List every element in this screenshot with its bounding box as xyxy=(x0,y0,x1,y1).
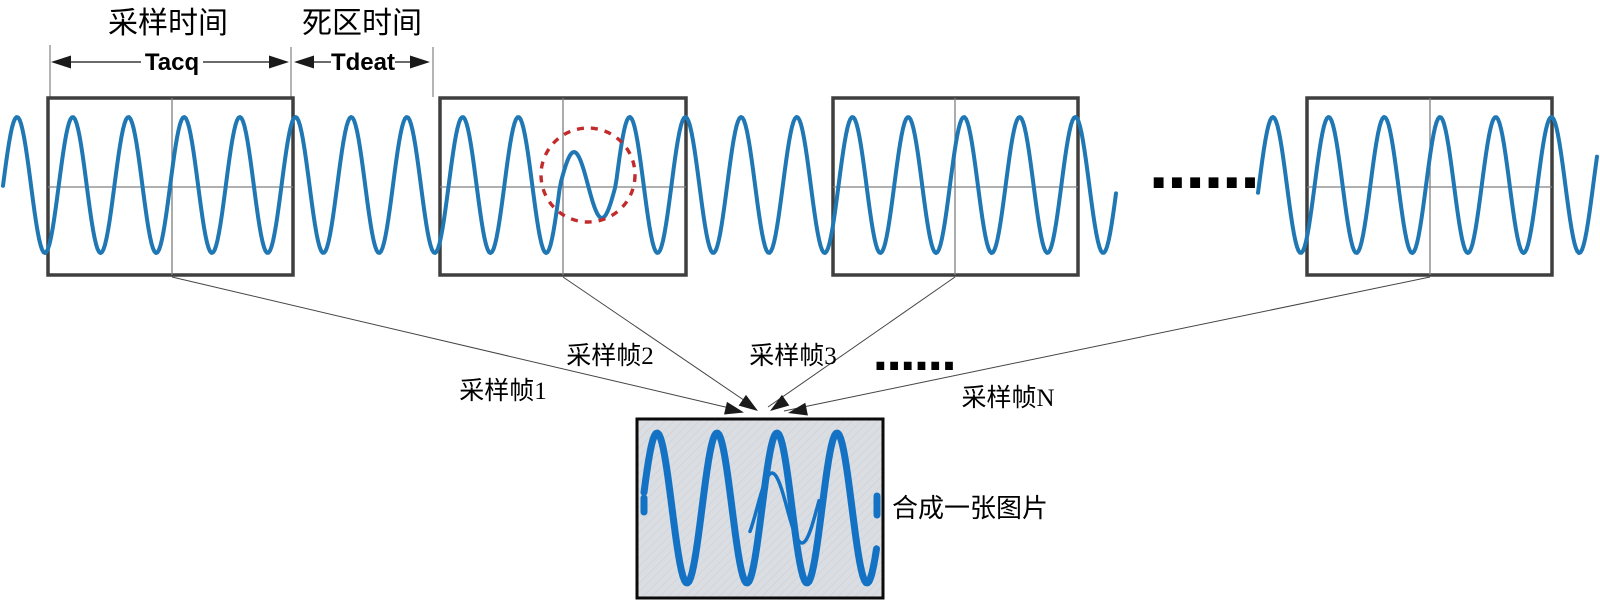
frameN-label: 采样帧N xyxy=(961,384,1054,412)
connector-lines xyxy=(171,276,1431,416)
anomaly-highlight-circle xyxy=(539,126,637,224)
frame1-label: 采样帧1 xyxy=(459,377,547,405)
connector-arrowhead-4 xyxy=(788,402,808,416)
frame-labels-ellipsis: ...... xyxy=(872,330,954,381)
connector-frame1 xyxy=(171,276,739,411)
tacq-label: Tacq xyxy=(145,49,199,76)
connector-arrowhead-1 xyxy=(724,401,744,415)
connector-arrowhead-3 xyxy=(770,394,790,411)
composite-waveform xyxy=(640,429,880,587)
connector-frame3 xyxy=(767,276,956,408)
connector-arrowhead-2 xyxy=(738,394,758,411)
dead-time-label: 死区时间 xyxy=(302,7,422,40)
waveform-right-segment xyxy=(1256,115,1599,255)
tdeat-left-arrowhead xyxy=(294,55,314,69)
frame2-label: 采样帧2 xyxy=(566,342,654,370)
sample-frame-3 xyxy=(831,96,1080,277)
dimension-annotations: 采样时间 死区时间 Tacq Tdeat xyxy=(49,7,434,97)
tdeat-dimension-arrow: Tdeat xyxy=(294,49,430,76)
tacq-left-arrowhead xyxy=(51,55,71,69)
composite-glitch-overlay xyxy=(748,471,821,545)
composite-label: 合成一张图片 xyxy=(892,494,1048,523)
tdeat-right-arrowhead xyxy=(410,55,430,69)
composite-image-box xyxy=(635,417,885,600)
waveform-gap-ellipsis: ...... xyxy=(1148,137,1258,202)
waveform-left-segment xyxy=(1,115,1118,255)
tacq-right-arrowhead xyxy=(269,55,289,69)
frame3-label: 采样帧3 xyxy=(749,342,837,370)
connector-frameN xyxy=(783,276,1431,412)
frame-labels: 采样帧1 采样帧2 采样帧3 ...... 采样帧N xyxy=(459,330,1054,412)
sampling-time-label: 采样时间 xyxy=(108,7,228,40)
tacq-dimension-arrow: Tacq xyxy=(51,49,289,76)
tdeat-label: Tdeat xyxy=(331,49,395,76)
connector-frame2 xyxy=(562,276,755,408)
